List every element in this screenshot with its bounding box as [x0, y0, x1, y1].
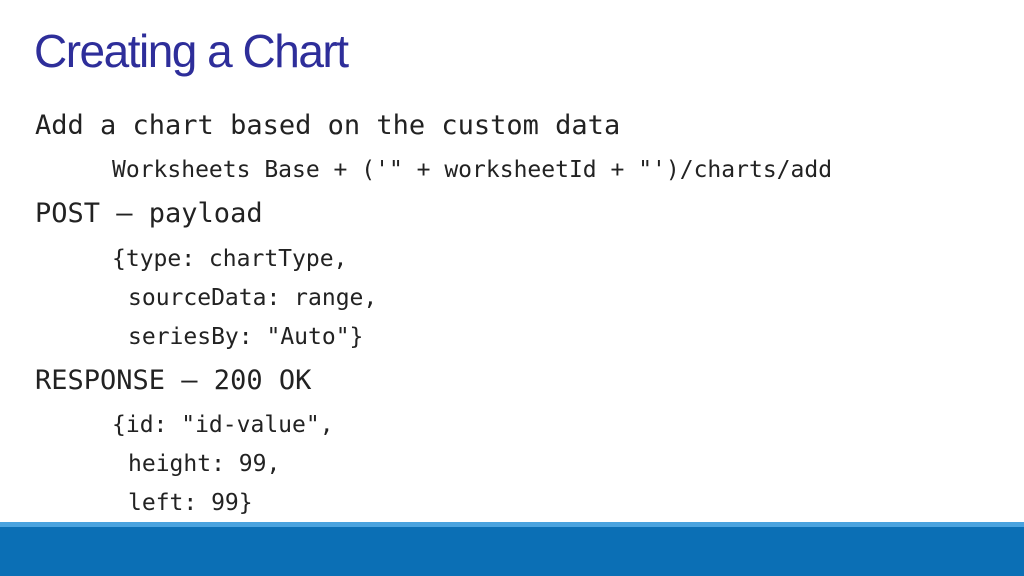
payload-line-1: {type: chartType,	[112, 246, 348, 272]
response-line-1: {id: "id-value",	[112, 412, 334, 438]
heading-response: RESPONSE – 200 OK	[35, 365, 312, 396]
response-line-2: height: 99,	[128, 451, 281, 477]
response-line-3: left: 99}	[128, 490, 253, 516]
heading-add-chart: Add a chart based on the custom data	[35, 110, 621, 141]
footer-bar	[0, 527, 1024, 576]
heading-post-payload: POST – payload	[35, 198, 263, 229]
footer-accent-line	[0, 522, 1024, 527]
payload-line-2: sourceData: range,	[128, 285, 378, 311]
payload-line-3: seriesBy: "Auto"}	[128, 324, 364, 350]
slide-title: Creating a Chart	[34, 25, 349, 77]
endpoint-url: Worksheets Base + ('" + worksheetId + "'…	[112, 157, 833, 183]
